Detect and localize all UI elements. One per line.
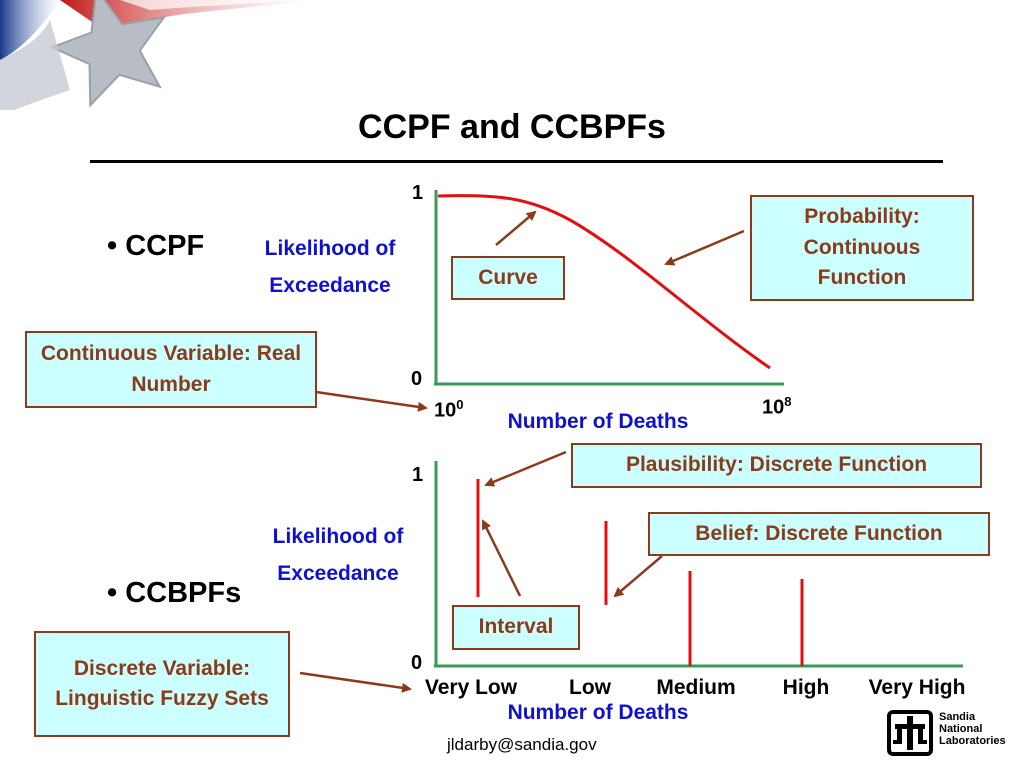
arrow-interval-to-bar bbox=[481, 519, 522, 597]
ccbpf-plot bbox=[434, 461, 963, 668]
title-divider bbox=[90, 160, 943, 163]
category-very-high: Very High bbox=[868, 676, 966, 699]
ccpf-x-tick-right-exp: 8 bbox=[784, 394, 792, 409]
arrow-belief-to-bar bbox=[613, 555, 663, 598]
belief-box: Belief: Discrete Function bbox=[648, 512, 990, 556]
ccpf-ylabel-line2: Exceedance bbox=[269, 274, 391, 297]
ccpf-y-tick-1: 1 bbox=[412, 182, 424, 204]
bullet-ccbpfs-label: CCBPFs bbox=[125, 577, 242, 609]
flag-star-decoration bbox=[0, 0, 310, 110]
category-medium: Medium bbox=[656, 676, 736, 699]
ccbpf-xlabel: Number of Deaths bbox=[507, 701, 689, 724]
curve-label-box: Curve bbox=[451, 256, 565, 300]
ccpf-x-tick-left-exp: 0 bbox=[456, 397, 464, 412]
category-very-low: Very Low bbox=[424, 676, 518, 699]
continuous-variable-box: Continuous Variable: Real Number bbox=[25, 331, 317, 408]
sandia-thunderbird-icon bbox=[887, 710, 933, 756]
ccpf-curve bbox=[437, 194, 771, 370]
ccbpf-ylabel-line2: Exceedance bbox=[277, 562, 399, 585]
bullet-ccpf: • CCPF bbox=[107, 230, 205, 262]
category-low: Low bbox=[569, 676, 611, 699]
ccpf-plot bbox=[434, 190, 784, 386]
arrow-curve-to-line bbox=[495, 210, 537, 246]
sandia-logo-line3: Laboratories bbox=[939, 735, 1006, 747]
ccpf-x-tick-left: 100 bbox=[434, 397, 463, 423]
ccpf-x-tick-left-base: 10 bbox=[434, 399, 457, 422]
category-high: High bbox=[782, 676, 830, 699]
sandia-logo-line2: National bbox=[939, 723, 983, 735]
ccpf-xlabel: Number of Deaths bbox=[507, 410, 689, 433]
probability-box: Probability: Continuous Function bbox=[750, 195, 974, 301]
bullet-ccpf-label: CCPF bbox=[125, 230, 205, 262]
ccpf-ylabel: Likelihood of Exceedance bbox=[240, 230, 420, 304]
arrow-plausibility-to-bar bbox=[484, 450, 567, 487]
ccbpf-y-tick-0: 0 bbox=[411, 652, 423, 674]
ccpf-ylabel-line1: Likelihood of bbox=[264, 237, 396, 260]
arrow-discrete-to-axis bbox=[299, 671, 412, 693]
sandia-logo-text: Sandia National Laboratories bbox=[939, 711, 1006, 747]
plausibility-box: Plausibility: Discrete Function bbox=[571, 443, 982, 488]
ccpf-x-tick-right-base: 10 bbox=[762, 396, 785, 419]
footer-email: jldarby@sandia.gov bbox=[447, 735, 597, 754]
ccbpf-ylabel-line1: Likelihood of bbox=[272, 525, 404, 548]
sandia-logo: Sandia National Laboratories bbox=[887, 708, 1017, 758]
bullet-ccbpfs: • CCBPFs bbox=[107, 577, 242, 609]
sandia-logo-line1: Sandia bbox=[939, 711, 976, 723]
discrete-variable-box: Discrete Variable: Linguistic Fuzzy Sets bbox=[34, 631, 290, 737]
ccbpf-y-tick-1: 1 bbox=[412, 464, 424, 486]
arrow-continuous-to-axis bbox=[315, 390, 428, 412]
ccpf-y-tick-0: 0 bbox=[411, 368, 423, 390]
interval-box: Interval bbox=[452, 605, 580, 650]
page-title: CCPF and CCBPFs bbox=[358, 108, 666, 146]
ccpf-x-tick-right: 108 bbox=[762, 394, 791, 420]
arrow-probability-to-curve bbox=[664, 229, 745, 266]
ccbpf-ylabel: Likelihood of Exceedance bbox=[248, 518, 428, 592]
